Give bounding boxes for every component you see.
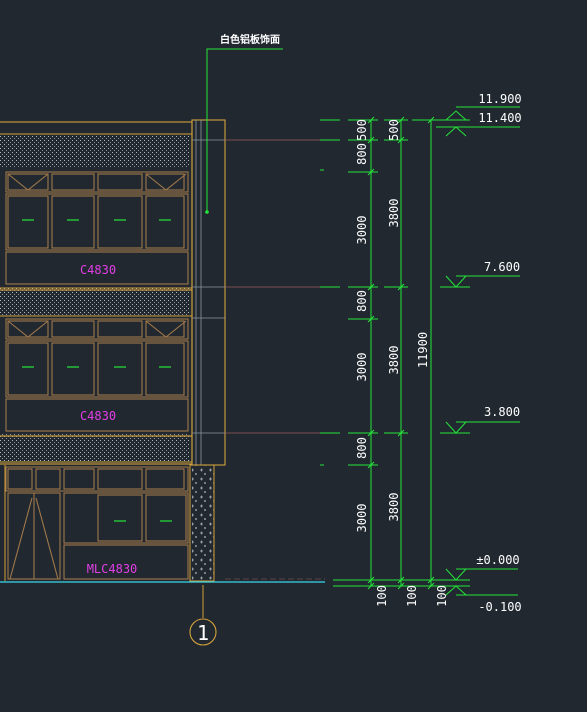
transom-pane-middle-3 xyxy=(145,320,185,338)
ground-window-pane-2 xyxy=(145,494,187,542)
floor-band-3 xyxy=(0,288,190,316)
dim-inner-3: 3000 xyxy=(355,216,369,245)
floor-band-2 xyxy=(0,434,190,462)
ground-transom xyxy=(5,466,189,492)
axis-bubble xyxy=(189,618,217,646)
level-11900-triangle xyxy=(445,110,467,121)
dim-inner-2: 800 xyxy=(355,143,369,165)
ground-transom-pane-0 xyxy=(7,468,33,490)
dim-floor-3: 3800 xyxy=(387,346,401,375)
elevation-texts: 11.900 11.400 7.600 3.800 ±0.000 -0.100 xyxy=(476,92,521,614)
dim-inner-5: 3000 xyxy=(355,353,369,382)
elevation-11900: 11.900 xyxy=(478,92,521,106)
elevation-7600: 7.600 xyxy=(484,260,520,274)
dim-inner-1: 500 xyxy=(355,119,369,141)
sash-pane-upper-2 xyxy=(97,195,143,249)
ground-transom-pane-1 xyxy=(35,468,61,490)
side-panel-outline xyxy=(191,119,226,466)
material-leader: 白色铝板饰面 xyxy=(205,33,283,214)
floor-level-lines xyxy=(225,139,324,434)
glazing-ticks xyxy=(22,219,172,522)
parapet-band xyxy=(0,136,190,168)
ground-window-pane-1 xyxy=(97,494,143,542)
sash-pane-middle-0 xyxy=(7,342,49,396)
transom-pane-upper-1 xyxy=(51,173,95,191)
column-stone-hatch xyxy=(192,465,214,581)
dim-inner-6: 800 xyxy=(355,437,369,459)
elevation-markers xyxy=(436,106,520,596)
dim-total-base: 100 xyxy=(435,585,449,607)
ground-transom-pane-2 xyxy=(63,468,95,490)
ground-transom-pane-3 xyxy=(97,468,143,490)
axis-bubble-label: 1 xyxy=(197,621,209,645)
level-7600-triangle xyxy=(445,275,467,288)
dim-inner-4: 800 xyxy=(355,290,369,312)
dim-floor-5: 100 xyxy=(405,585,419,607)
dimension-texts: 500 800 3000 800 3000 800 3000 100 500 3… xyxy=(355,119,449,607)
dim-total: 11900 xyxy=(416,332,430,368)
dim-floor-4: 3800 xyxy=(387,493,401,522)
sash-pane-middle-2 xyxy=(97,342,143,396)
level-minus100-triangle xyxy=(445,585,467,596)
sash-row-middle xyxy=(5,340,189,398)
dim-inner-7: 3000 xyxy=(355,504,369,533)
building-facade xyxy=(0,119,324,582)
transom-upper xyxy=(5,171,189,193)
ground-line xyxy=(0,578,325,583)
window-label-middle: C4830 xyxy=(80,409,116,423)
opening-mark-right-upper xyxy=(145,173,187,191)
opening-mark-right-middle xyxy=(145,320,187,338)
elevation-minus-100: -0.100 xyxy=(478,600,521,614)
transom-pane-middle-0 xyxy=(7,320,49,338)
level-0000-triangle xyxy=(445,568,467,581)
window-label-ground: MLC4830 xyxy=(87,562,138,576)
transom-pane-upper-3 xyxy=(145,173,185,191)
dim-inner-8: 100 xyxy=(375,585,389,607)
dim-floor-2: 3800 xyxy=(387,199,401,228)
door-swing-marks xyxy=(9,497,59,580)
level-11400-triangle xyxy=(445,126,467,137)
transom-middle xyxy=(5,318,189,340)
level-3800-triangle xyxy=(445,421,467,434)
sill-panel-middle xyxy=(5,398,189,432)
ground-sill-panel xyxy=(63,544,189,580)
window-frames xyxy=(5,171,189,580)
sash-pane-upper-1 xyxy=(51,195,95,249)
opening-mark-left-upper xyxy=(7,173,49,191)
elevation-11400: 11.400 xyxy=(478,111,521,125)
transom-pane-upper-0 xyxy=(7,173,49,191)
transom-pane-upper-2 xyxy=(97,173,143,191)
sash-pane-middle-1 xyxy=(51,342,95,396)
ground-transom-pane-4 xyxy=(145,468,185,490)
ground-window xyxy=(63,492,189,544)
transom-pane-middle-2 xyxy=(97,320,143,338)
window-label-upper: C4830 xyxy=(80,263,116,277)
dimension-chains xyxy=(320,116,470,590)
dim-floor-1: 500 xyxy=(387,119,401,141)
sash-row-upper xyxy=(5,193,189,251)
material-note: 白色铝板饰面 xyxy=(220,33,280,46)
grid-axis-1: 1 xyxy=(189,585,217,646)
elevation-0000: ±0.000 xyxy=(476,553,519,567)
sash-pane-upper-0 xyxy=(7,195,49,249)
sash-pane-upper-3 xyxy=(145,195,185,249)
transom-pane-middle-1 xyxy=(51,320,95,338)
sash-pane-middle-3 xyxy=(145,342,185,396)
sill-panel-upper xyxy=(5,251,189,285)
opening-mark-left-middle xyxy=(7,320,49,338)
elevation-3800: 3.800 xyxy=(484,405,520,419)
